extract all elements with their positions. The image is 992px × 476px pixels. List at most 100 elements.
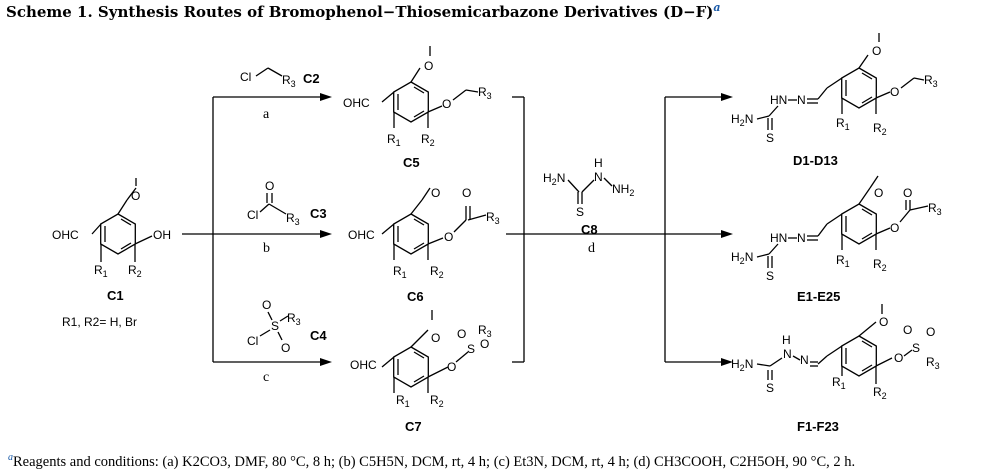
footnote-marker-sup: a [8,452,13,463]
svg-text:O: O [480,337,489,351]
svg-text:NH2: NH2 [612,182,634,198]
svg-text:S: S [467,342,475,356]
svg-text:OHC: OHC [52,228,79,242]
svg-text:O: O [903,323,912,337]
route-arrows-left [182,93,332,366]
product-d-label: D1-D13 [793,153,838,168]
svg-text:R1: R1 [836,116,850,132]
merge-bracket [506,96,733,363]
svg-text:O: O [457,327,466,341]
svg-text:O: O [431,186,440,200]
product-d: O O R3 R2 R1 HN N H2N S [731,33,938,145]
footnote-text: Reagents and conditions: (a) K2CO3, DMF,… [13,453,856,470]
svg-text:R1: R1 [832,375,846,391]
svg-text:S: S [766,269,774,283]
product-e: O O O R3 R2 R1 HN N H2N S [731,175,942,283]
svg-text:R2: R2 [873,121,887,137]
svg-text:Cl: Cl [247,334,258,348]
compound-c7: O O S O O R3 OHC R1 R2 [350,310,492,409]
compound-c5: O O R3 OHC R1 R2 [343,46,492,148]
svg-text:Cl: Cl [247,208,258,222]
svg-text:O: O [903,186,912,200]
footnote-marker: a [713,1,721,14]
svg-text:R3: R3 [924,73,938,89]
compound-c6: O O O R3 OHC R1 R2 [348,186,500,280]
svg-text:HN: HN [770,231,787,245]
step-d-label: d [588,241,595,256]
svg-text:R2: R2 [421,132,435,148]
svg-text:N: N [594,170,603,184]
svg-text:R3: R3 [478,323,492,339]
step-c-label: c [263,370,269,385]
svg-text:R2: R2 [873,257,887,273]
svg-text:O: O [462,186,471,200]
svg-text:H2N: H2N [731,112,753,128]
svg-text:O: O [262,298,271,312]
product-f-label: F1-F23 [797,419,839,434]
svg-text:R2: R2 [128,263,142,279]
svg-text:O: O [926,325,935,339]
compound-c1: O OH OHC R1 R2 C1 R1, R2= H, Br [52,178,171,329]
c6-label: C6 [407,289,424,304]
svg-text:S: S [766,131,774,145]
svg-text:OHC: OHC [348,228,375,242]
svg-text:R3: R3 [926,355,940,371]
svg-text:O: O [131,189,140,203]
svg-text:O: O [424,59,433,73]
svg-text:OH: OH [153,228,171,242]
svg-text:Cl: Cl [240,70,251,84]
product-f: O O S O O R3 R2 R1 H N N H2N S [731,304,940,401]
svg-text:R1: R1 [387,132,401,148]
svg-text:R3: R3 [286,211,300,227]
c3-label: C3 [310,206,327,221]
svg-text:R3: R3 [486,210,500,226]
svg-text:H2N: H2N [731,357,753,373]
svg-text:O: O [874,186,883,200]
svg-text:N: N [800,353,809,367]
svg-text:O: O [447,360,456,374]
product-e-label: E1-E25 [797,289,840,304]
svg-text:O: O [281,341,290,355]
svg-text:N: N [783,347,792,361]
svg-text:S: S [576,205,584,219]
reagent-c2: Cl R3 C2 a [240,67,320,122]
footnote: aReagents and conditions: (a) K2CO3, DMF… [8,452,855,471]
c8-label: C8 [581,222,598,237]
c5-label: C5 [403,155,420,170]
substituent-note: R1, R2= H, Br [62,315,137,329]
svg-text:O: O [879,315,888,329]
svg-text:S: S [271,319,279,333]
svg-text:S: S [766,381,774,395]
svg-text:O: O [890,85,899,99]
svg-text:O: O [872,44,881,58]
reagent-c3: O Cl R3 C3 b [247,179,327,256]
svg-text:R1: R1 [396,393,410,409]
svg-text:R3: R3 [478,85,492,101]
svg-text:R1: R1 [393,264,407,280]
svg-text:O: O [444,230,453,244]
svg-text:R3: R3 [282,73,296,89]
step-a-label: a [263,107,270,122]
c4-label: C4 [310,328,327,343]
svg-text:R1: R1 [94,263,108,279]
c2-label: C2 [303,71,320,86]
svg-text:O: O [442,97,451,111]
route-arrows-right [664,93,733,366]
svg-text:N: N [797,93,806,107]
svg-text:N: N [797,231,806,245]
svg-text:R2: R2 [430,264,444,280]
svg-text:H2N: H2N [731,250,753,266]
svg-text:R3: R3 [928,201,942,217]
svg-text:OHC: OHC [343,96,370,110]
c7-label: C7 [405,419,422,434]
svg-text:R2: R2 [430,393,444,409]
c1-label: C1 [107,288,124,303]
scheme-title-text: Scheme 1. Synthesis Routes of Bromopheno… [6,3,714,21]
step-b-label: b [263,241,270,256]
reagent-c4: O R3 S Cl O C4 c [247,298,327,385]
svg-text:HN: HN [770,93,787,107]
svg-text:H: H [782,333,791,347]
svg-text:R3: R3 [287,311,301,327]
scheme-title: Scheme 1. Synthesis Routes of Bromopheno… [6,1,721,21]
